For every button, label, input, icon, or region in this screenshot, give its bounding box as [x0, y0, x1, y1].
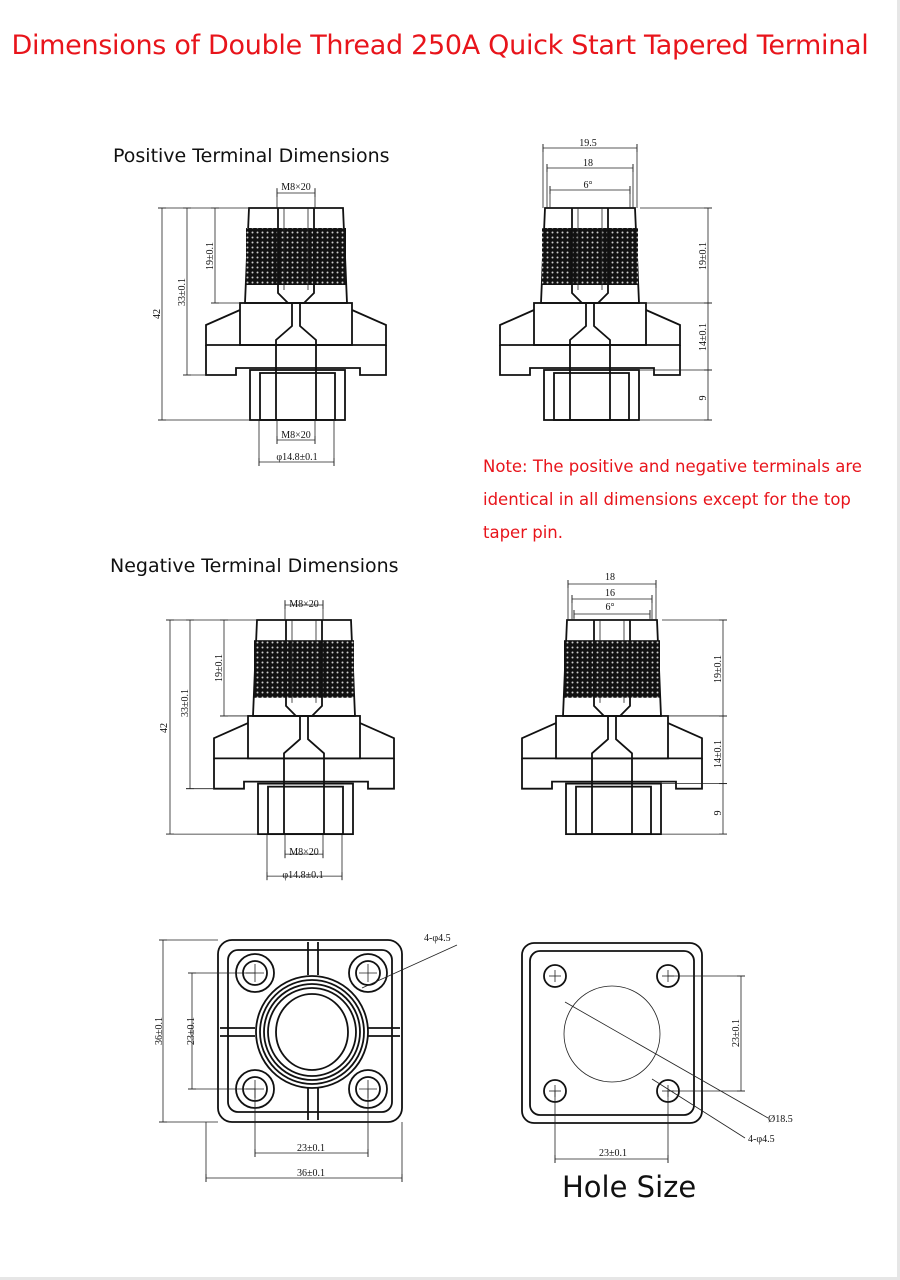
negative-heading: Negative Terminal Dimensions [110, 555, 399, 577]
dim-label: 14±0.1 [713, 740, 724, 768]
dim-label: 4-φ4.5 [748, 1134, 775, 1145]
lower-bore [591, 715, 633, 836]
dim-label: 19.5 [579, 138, 597, 149]
dim-label: 4-φ4.5 [424, 933, 451, 944]
knurl-band [254, 640, 354, 698]
positive-front-view [158, 188, 387, 466]
lower-bore [275, 303, 317, 421]
drawing-line [361, 944, 458, 989]
flange-ring [255, 975, 369, 1089]
dim-label: 42 [152, 309, 163, 319]
dim-label: 23±0.1 [599, 1148, 627, 1159]
lower-bore [569, 303, 611, 421]
flange-outline [521, 758, 703, 790]
flange-outline [499, 345, 681, 376]
flange-outline [213, 758, 395, 790]
dim-label: Ø18.5 [768, 1114, 793, 1125]
dim-label: 6° [584, 180, 593, 191]
plate-outer [217, 939, 403, 1123]
hole-size-label: Hole Size [562, 1170, 697, 1204]
dim-label: φ14.8±0.1 [276, 452, 317, 463]
dim-label: M8×20 [281, 182, 311, 193]
negative-side-view [521, 580, 727, 836]
wing-outline [521, 722, 703, 760]
dim-label: 23±0.1 [297, 1143, 325, 1154]
edge-shadow [897, 0, 900, 1280]
lower-stud-inner [553, 372, 630, 421]
dim-label: 36±0.1 [154, 1017, 165, 1045]
boss-outline [348, 953, 388, 993]
dim-label: 9 [698, 396, 709, 401]
knurl-band [564, 640, 660, 698]
drawing-line [564, 1001, 769, 1119]
positive-side-view [499, 144, 712, 421]
dim-label: φ14.8±0.1 [282, 870, 323, 881]
plate-inner [227, 949, 393, 1113]
negative-front-view [166, 600, 395, 881]
plate-outer [521, 942, 703, 1124]
positive-heading: Positive Terminal Dimensions [113, 145, 390, 167]
bottom-view [159, 939, 458, 1182]
knurl-band [542, 228, 638, 285]
dim-label: 14±0.1 [698, 323, 709, 351]
lower-stud-inner [259, 372, 336, 421]
dim-label: 33±0.1 [180, 689, 191, 717]
edge-shadow-bottom [0, 1277, 900, 1280]
hole-size-view [521, 942, 769, 1163]
dim-label: 19±0.1 [713, 655, 724, 683]
wing-outline [213, 722, 395, 760]
dim-label: 23±0.1 [731, 1019, 742, 1047]
dim-label: 33±0.1 [177, 278, 188, 306]
wing-outline [205, 309, 387, 346]
dim-label: M8×20 [289, 847, 319, 858]
body-outline [239, 302, 353, 346]
page-title: Dimensions of Double Thread 250A Quick S… [11, 30, 869, 61]
note-text: Note: The positive and negative terminal… [483, 457, 862, 542]
body-outline [533, 302, 647, 346]
lower-stud-inner [575, 785, 652, 836]
wing-outline [499, 309, 681, 346]
center-bore [275, 993, 349, 1071]
mount-hole [543, 964, 567, 988]
dim-label: 36±0.1 [297, 1168, 325, 1179]
plate-inner [529, 950, 695, 1116]
dim-label: 18 [583, 158, 593, 169]
dim-label: M8×20 [281, 430, 311, 441]
lower-stud [543, 369, 640, 421]
center-hole [563, 985, 661, 1083]
flange-ring [259, 979, 365, 1085]
dim-label: 23±0.1 [186, 1017, 197, 1045]
dim-label: 6° [606, 602, 615, 613]
lower-stud [565, 782, 662, 836]
dim-label: 16 [605, 588, 615, 599]
flange-outline [205, 345, 387, 376]
dim-label: 19±0.1 [205, 242, 216, 270]
lower-stud-inner [267, 785, 344, 836]
body-outline [247, 715, 361, 760]
dim-label: 9 [713, 811, 724, 816]
body-outline [555, 715, 669, 760]
drawing-line [651, 1078, 746, 1139]
flange-ring [267, 987, 357, 1077]
dim-label: 19±0.1 [214, 654, 225, 682]
dim-label: 19±0.1 [698, 242, 709, 270]
dim-label: 18 [605, 572, 615, 583]
flange-ring [263, 983, 361, 1081]
dim-label: M8×20 [289, 599, 319, 610]
lower-stud [249, 369, 346, 421]
dim-label: 42 [159, 723, 170, 733]
lower-bore [283, 715, 325, 836]
lower-stud [257, 782, 354, 836]
knurl-band [246, 228, 346, 285]
